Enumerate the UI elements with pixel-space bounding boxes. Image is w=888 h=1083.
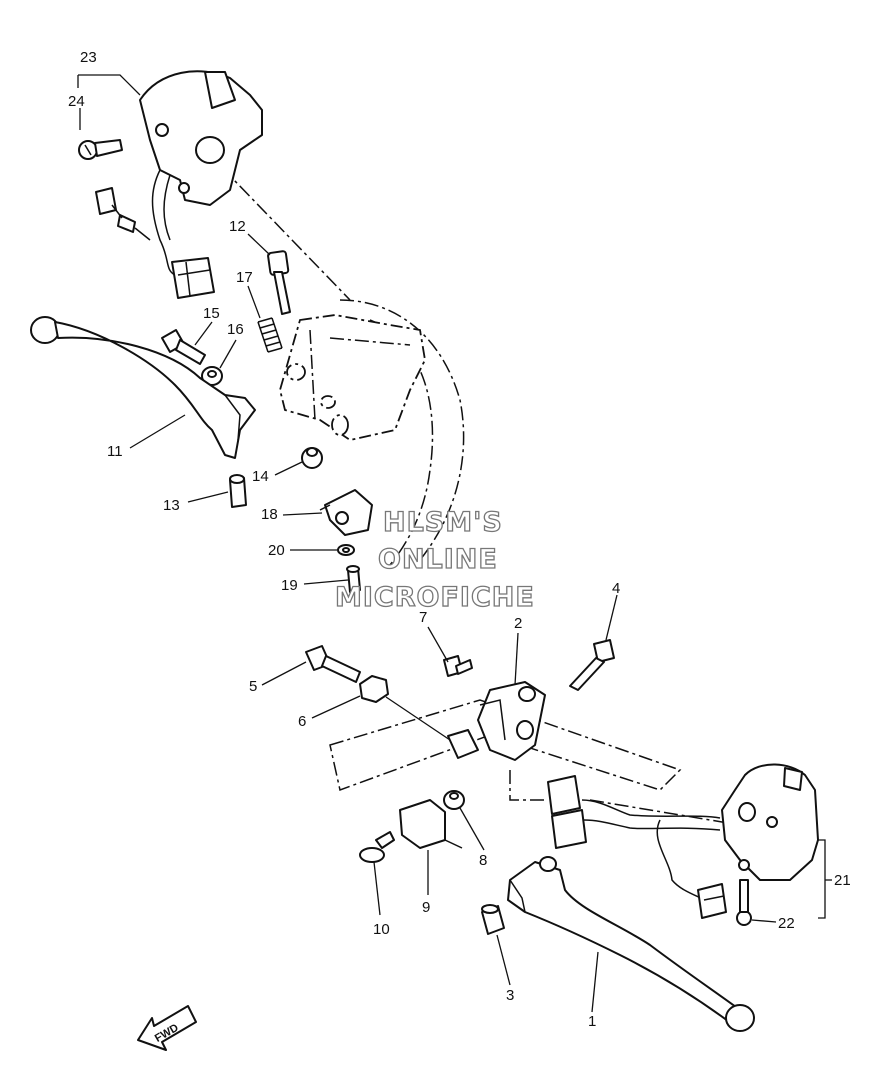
- part-number: 19: [281, 577, 298, 594]
- bolt-15: [161, 329, 206, 365]
- bolt-5: [305, 645, 361, 683]
- screw-22: [736, 879, 752, 926]
- part-number: 3: [506, 987, 514, 1004]
- nut-8: [443, 790, 465, 810]
- part-number: 7: [419, 609, 427, 626]
- left-connector-large: [171, 257, 215, 299]
- nut-6: [359, 675, 389, 703]
- part-number: 12: [229, 218, 246, 235]
- right-switch-housing-21: [721, 763, 819, 881]
- part-number: 14: [252, 468, 269, 485]
- left-switch-housing: [139, 70, 263, 276]
- watermark-line-3: MICROFICHE: [335, 582, 535, 613]
- left-connector-small: [95, 187, 151, 241]
- part-number: 23: [80, 49, 97, 66]
- handlebar-left-outline-inner: [369, 319, 434, 566]
- screw-24: [78, 139, 123, 160]
- washer-20: [337, 544, 355, 556]
- part-number: 5: [249, 678, 257, 695]
- handlebar-grip: [447, 729, 479, 759]
- collar-13: [229, 474, 247, 508]
- part-number: 4: [612, 580, 620, 597]
- bolt-4: [569, 639, 615, 691]
- brake-lever-1: [507, 856, 755, 1032]
- right-connector-upper: [547, 775, 721, 901]
- screw-10: [359, 831, 395, 863]
- part-number: 15: [203, 305, 220, 322]
- bolt-7: [443, 655, 473, 677]
- watermark: HLSM'S ONLINE MICROFICHE: [334, 506, 535, 613]
- forward-arrow-icon: FWD: [137, 1005, 197, 1051]
- leader-lines: [77, 74, 832, 1013]
- part-number: 13: [163, 497, 180, 514]
- part-number: 8: [479, 852, 487, 869]
- handlebar-right-outline: [329, 699, 682, 791]
- watermark-line-2: ONLINE: [378, 544, 498, 575]
- part-number: 21: [834, 872, 851, 889]
- spring-17: [257, 317, 283, 353]
- part-number: 2: [514, 615, 522, 632]
- part-number: 16: [227, 321, 244, 338]
- right-connector-lower: [697, 883, 727, 919]
- part-number: 24: [68, 93, 85, 110]
- centerline-right-housing: [589, 799, 741, 826]
- bracket-2: [477, 681, 546, 761]
- clutch-lever-11: [30, 316, 256, 459]
- part-number: 17: [236, 269, 253, 286]
- part-number: 6: [298, 713, 306, 730]
- part-number: 9: [422, 899, 430, 916]
- nut-16: [201, 366, 223, 386]
- part-number: 22: [778, 915, 795, 932]
- handlebar-left-outline: [339, 299, 465, 561]
- master-cylinder-left: [279, 314, 426, 441]
- centerline-right-switch: [509, 770, 545, 801]
- part-number: 20: [268, 542, 285, 559]
- switch-18: [319, 489, 373, 536]
- part-number: 10: [373, 921, 390, 938]
- watermark-line-1: HLSM'S: [383, 507, 503, 538]
- part-number: 1: [588, 1013, 596, 1030]
- part-number-labels: 23 24 12 17 15 16 11 14 13 18 20 19 4 2 …: [68, 49, 851, 1030]
- part-number: 11: [107, 443, 123, 460]
- part-number: 18: [261, 506, 278, 523]
- collar-3: [481, 904, 505, 935]
- switch-9: [399, 799, 463, 849]
- collar-14: [301, 447, 323, 469]
- screw-19: [346, 565, 361, 593]
- bolt-12: [267, 250, 291, 315]
